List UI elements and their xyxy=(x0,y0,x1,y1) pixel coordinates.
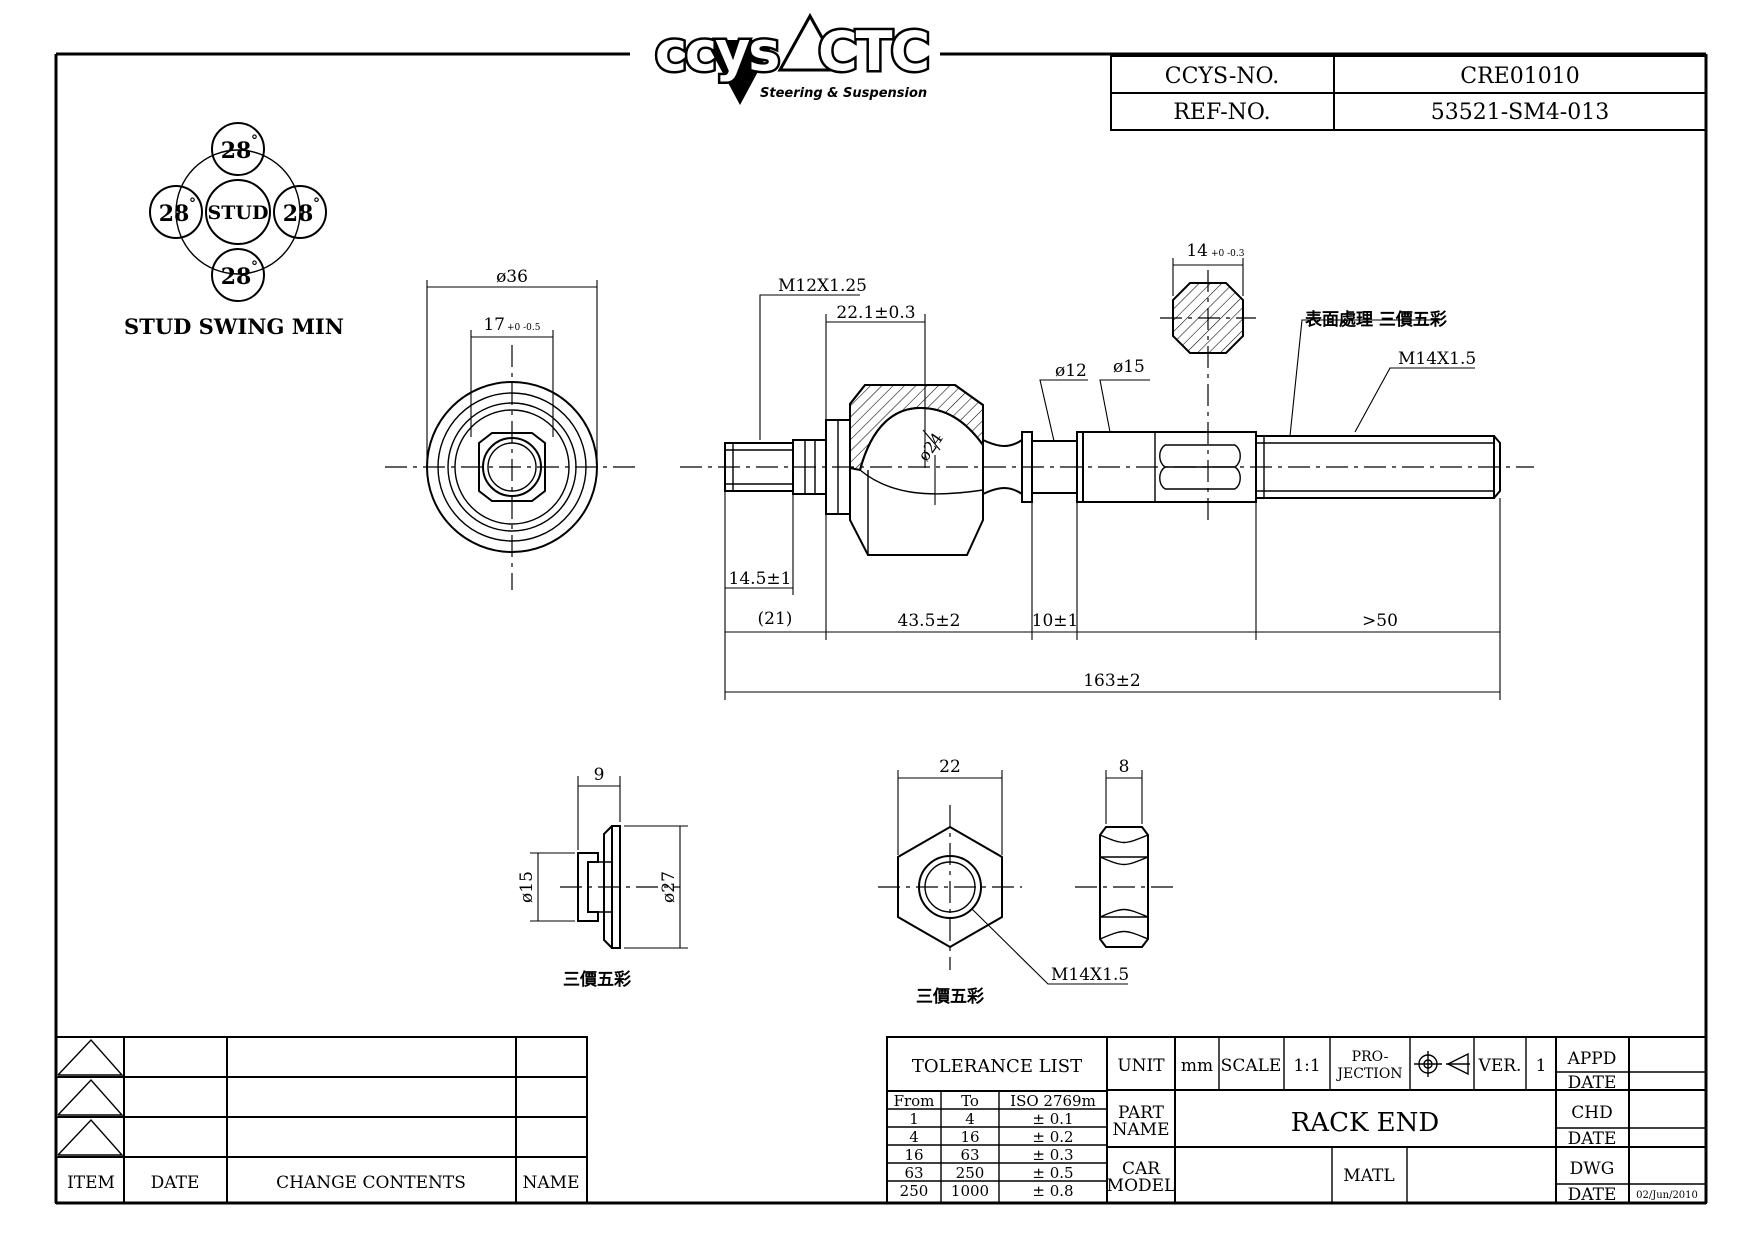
logo-brand-right: CTC xyxy=(818,20,928,83)
boot-part xyxy=(530,776,688,949)
ccys-no-label: CCYS-NO. xyxy=(1165,64,1280,89)
unit-value: mm xyxy=(1181,1056,1213,1076)
car-model-label-2: MODEL xyxy=(1107,1176,1176,1196)
appd-date-label: DATE xyxy=(1568,1073,1617,1093)
overall-length-dim: 163±2 xyxy=(1083,671,1141,691)
degree-mark: ° xyxy=(189,196,196,212)
boot-inner-dim: ø15 xyxy=(517,871,537,903)
end-inner-dim: 17 xyxy=(483,315,505,335)
tol-to-header: To xyxy=(961,1092,979,1110)
right-thread-dim: M14X1.5 xyxy=(1398,349,1476,369)
logo-tagline: Steering & Suspension xyxy=(760,86,927,101)
end-inner-tolerance: +0 -0.5 xyxy=(507,323,541,333)
swing-right-value: 28 xyxy=(283,201,314,227)
nut-thickness-dim: 8 xyxy=(1119,757,1130,777)
boot-outer-dim: ø27 xyxy=(659,871,679,903)
seg-50-dim: >50 xyxy=(1362,611,1398,631)
header-table xyxy=(1110,55,1707,131)
rev-name-header: NAME xyxy=(523,1173,580,1193)
chd-label: CHD xyxy=(1571,1103,1612,1123)
flat-width-dim: 14 xyxy=(1186,241,1208,261)
tol-cell: ± 0.3 xyxy=(1032,1146,1073,1164)
flat-width-tolerance: +0 -0.3 xyxy=(1211,249,1245,259)
nut-finish-note: 三價五彩 xyxy=(916,986,984,1007)
tol-cell: 250 xyxy=(900,1182,929,1200)
ref-no-value: 53521-SM4-013 xyxy=(1431,100,1609,125)
stud-center-label: STUD xyxy=(208,202,269,224)
brand-logo: ccys CTC Steering & Suspension xyxy=(653,12,933,105)
tol-cell: 1 xyxy=(909,1110,919,1128)
ccys-no-value: CRE01010 xyxy=(1460,64,1579,89)
end-outer-dim: ø36 xyxy=(496,267,528,287)
car-model-label-1: CAR xyxy=(1122,1159,1161,1179)
tol-cell: 250 xyxy=(956,1164,985,1182)
projection-label-1: PRO- xyxy=(1352,1049,1389,1065)
end-view xyxy=(385,280,640,590)
degree-mark: ° xyxy=(251,259,258,275)
tol-cell: 4 xyxy=(965,1110,975,1128)
swing-top-value: 28 xyxy=(221,138,252,164)
rack-end-view xyxy=(680,258,1534,700)
stud-swing-caption: STUD SWING MIN xyxy=(124,314,344,339)
shaft-diameter-dim: ø15 xyxy=(1113,357,1145,377)
chd-date-label: DATE xyxy=(1568,1129,1617,1149)
seg-43-dim: 43.5±2 xyxy=(898,611,961,631)
logo-brand-left: ccys xyxy=(655,20,778,83)
tol-iso-header: ISO 2769m xyxy=(1010,1092,1096,1110)
tolerance-title: TOLERANCE LIST xyxy=(912,1056,1082,1077)
neck-diameter-dim: ø12 xyxy=(1055,361,1087,381)
title-block xyxy=(886,1036,1707,1204)
tol-cell: ± 0.8 xyxy=(1032,1182,1073,1200)
nut-across-dim: 22 xyxy=(939,757,961,777)
tol-rows: 1 4 ± 0.1 4 16 ± 0.2 16 63 ± 0.3 63 250 … xyxy=(900,1110,1074,1200)
ver-value: 1 xyxy=(1536,1056,1547,1076)
degree-mark: ° xyxy=(313,196,320,212)
left-thread-dim: M12X1.25 xyxy=(778,276,867,296)
nut-front-view xyxy=(878,770,1128,985)
part-name-value: RACK END xyxy=(1291,1108,1440,1138)
projection-label-2: JECTION xyxy=(1335,1066,1402,1082)
scale-label: SCALE xyxy=(1221,1056,1282,1076)
tol-cell: 16 xyxy=(960,1128,979,1146)
nut-side-view xyxy=(1075,770,1175,948)
ref-no-label: REF-NO. xyxy=(1173,100,1270,125)
ball-diameter-dim: ø24 xyxy=(914,429,947,464)
degree-mark: ° xyxy=(251,133,258,149)
finish-note: 表面處理 三價五彩 xyxy=(1305,309,1447,330)
swing-bottom-value: 28 xyxy=(221,264,252,290)
revision-table xyxy=(55,1036,588,1204)
dwg-date-value: 02/Jun/2010 xyxy=(1636,1190,1698,1201)
matl-label: MATL xyxy=(1343,1166,1394,1186)
rev-date-header: DATE xyxy=(151,1173,200,1193)
tol-cell: 63 xyxy=(960,1146,979,1164)
tol-cell: ± 0.1 xyxy=(1032,1110,1073,1128)
dwg-date-label: DATE xyxy=(1568,1185,1617,1205)
ball-offset-dim: 22.1±0.3 xyxy=(836,303,915,323)
tol-cell: 1000 xyxy=(951,1182,989,1200)
unit-label: UNIT xyxy=(1117,1056,1165,1076)
appd-label: APPD xyxy=(1567,1049,1617,1069)
scale-value: 1:1 xyxy=(1293,1056,1320,1076)
seg-10-dim: 10±1 xyxy=(1032,611,1079,631)
nut-thread-dim: M14X1.5 xyxy=(1051,965,1129,985)
tol-cell: 16 xyxy=(904,1146,923,1164)
boot-finish-note: 三價五彩 xyxy=(563,969,631,990)
tol-cell: 4 xyxy=(909,1128,919,1146)
tol-from-header: From xyxy=(894,1092,935,1110)
seg-21-dim: (21) xyxy=(758,609,793,629)
rev-item-header: ITEM xyxy=(67,1173,115,1193)
boot-width-dim: 9 xyxy=(594,765,605,785)
tol-cell: 63 xyxy=(904,1164,923,1182)
part-name-label-1: PART xyxy=(1118,1103,1165,1123)
stud-swing-diagram xyxy=(149,122,327,302)
stud-length-dim: 14.5±1 xyxy=(729,569,792,589)
swing-left-value: 28 xyxy=(159,201,190,227)
tol-cell: ± 0.5 xyxy=(1032,1164,1073,1182)
tol-cell: ± 0.2 xyxy=(1032,1128,1073,1146)
ver-label: VER. xyxy=(1478,1056,1522,1076)
part-name-label-2: NAME xyxy=(1113,1120,1170,1140)
dwg-label: DWG xyxy=(1570,1159,1615,1179)
rev-contents-header: CHANGE CONTENTS xyxy=(276,1173,466,1193)
